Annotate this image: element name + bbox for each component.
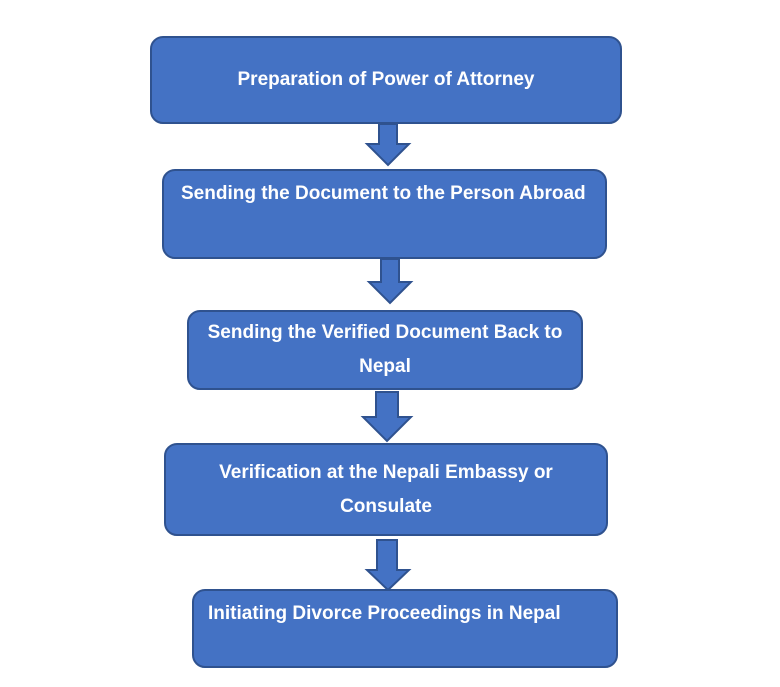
down-arrow-icon	[364, 123, 412, 167]
step-box-initiating-divorce-proceedings: Initiating Divorce Proceedings in Nepal	[192, 589, 618, 668]
down-arrow-icon	[364, 539, 412, 592]
step-label: Sending the Verified Document Back to Ne…	[207, 322, 563, 377]
step-label: Verification at the Nepali Embassy or Co…	[219, 461, 553, 517]
step-box-sending-verified-document-back: Sending the Verified Document Back to Ne…	[187, 310, 583, 390]
step-box-preparation-power-of-attorney: Preparation of Power of Attorney	[150, 36, 622, 124]
step-label: Sending the Document to the Person Abroa…	[181, 183, 586, 204]
down-arrow-icon	[360, 391, 414, 443]
step-box-sending-document-abroad: Sending the Document to the Person Abroa…	[162, 169, 607, 259]
step-label: Preparation of Power of Attorney	[237, 69, 535, 90]
down-arrow-icon	[366, 258, 414, 305]
step-label: Initiating Divorce Proceedings in Nepal	[208, 603, 561, 624]
step-box-verification-at-embassy: Verification at the Nepali Embassy or Co…	[164, 443, 608, 536]
